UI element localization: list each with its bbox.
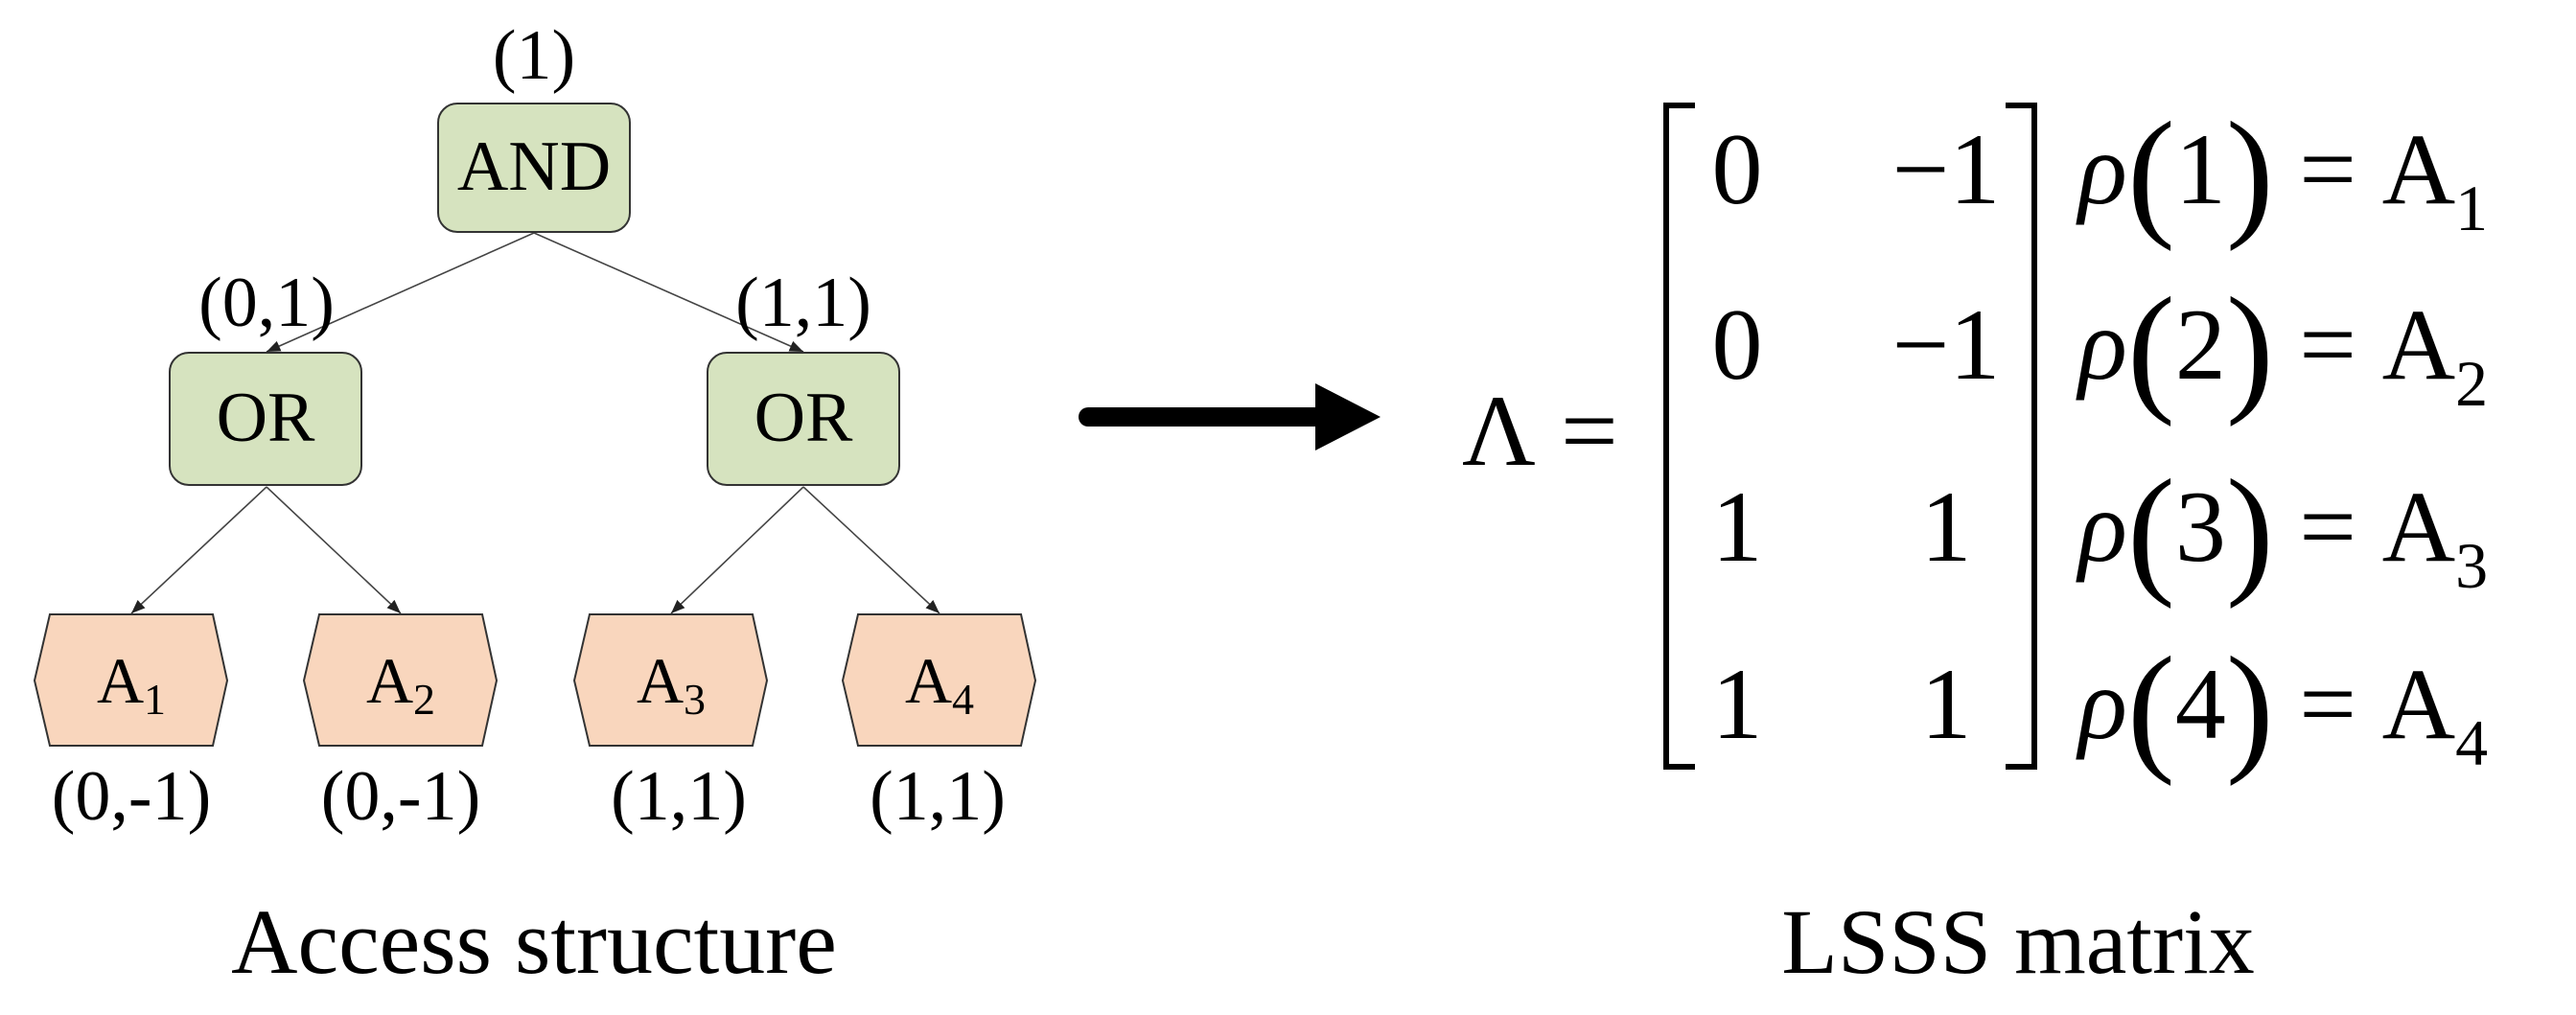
leaf-a1-subscript: 1 — [144, 675, 166, 724]
rho-index: 2 — [2175, 288, 2226, 401]
rho-mapping-1: ρ(1) = A1 — [2076, 93, 2488, 252]
leaf-a4-subscript: 4 — [952, 675, 974, 724]
matrix-row-3: 1 1 ρ(3) = A3 — [1712, 450, 2489, 610]
rho-attribute-subscript: 2 — [2455, 347, 2488, 420]
matrix-equals-sign: = — [1561, 375, 1618, 487]
rho-index: 4 — [2175, 648, 2226, 760]
matrix-cell: 0 — [1712, 288, 1763, 401]
and-gate-node: (1) AND — [437, 16, 631, 233]
rho-symbol: ρ — [2076, 113, 2127, 225]
leaf-a3-label: A3 — [637, 644, 706, 724]
edge-or-left-a2 — [266, 486, 402, 614]
matrix-lambda-symbol: Λ — [1462, 375, 1536, 487]
leaf-a4-letter: A — [905, 644, 952, 717]
matrix-row-4: 1 1 ρ(4) = A4 — [1712, 628, 2489, 787]
rho-symbol: ρ — [2076, 648, 2127, 760]
leaf-attribute-a2: A2 (0,-1) — [302, 613, 499, 836]
leaf-a1-letter: A — [97, 644, 144, 717]
rho-attribute: A — [2382, 471, 2456, 583]
matrix-cell: 1 — [1712, 648, 1763, 760]
leaf-a2-label: A2 — [366, 644, 435, 724]
rho-attribute: A — [2382, 288, 2456, 401]
rho-attribute-subscript: 4 — [2455, 706, 2488, 779]
rho-attribute-subscript: 3 — [2455, 529, 2488, 602]
tree-edges — [130, 232, 940, 614]
rho-index: 1 — [2175, 113, 2226, 225]
edge-or-left-a1 — [130, 486, 267, 614]
leaf-attribute-a4: A4 (1,1) — [841, 613, 1037, 836]
leaf-a4-hexagon — [841, 613, 1037, 747]
rho-index: 3 — [2175, 471, 2226, 583]
matrix-row-1: 0 −1 ρ(1) = A1 — [1712, 93, 2489, 252]
leaf-a1-share-vector: (0,-1) — [52, 757, 211, 836]
or-right-share-vector: (1,1) — [735, 264, 871, 342]
edge-and-or-left — [266, 232, 535, 353]
leaf-a3-hexagon — [572, 613, 769, 747]
rho-mapping-3: ρ(3) = A3 — [2076, 450, 2488, 610]
leaf-a1-hexagon — [33, 613, 229, 747]
rho-attribute-subscript: 1 — [2455, 172, 2488, 244]
matrix-row-2: 0 −1 ρ(2) = A2 — [1712, 268, 2489, 427]
matrix-cell: 0 — [1712, 113, 1763, 225]
right-arrow-icon — [1079, 383, 1381, 450]
rho-attribute: A — [2382, 648, 2456, 760]
matrix-cell: 1 — [1712, 471, 1763, 583]
leaf-attribute-a1: A1 (0,-1) — [33, 613, 229, 836]
leaf-attribute-a3: A3 (1,1) — [572, 613, 769, 836]
edge-or-right-a3 — [670, 486, 804, 614]
rho-symbol: ρ — [2076, 288, 2127, 401]
and-gate-label: AND — [457, 127, 611, 206]
lsss-matrix-caption: LSSS matrix — [1781, 890, 2254, 993]
leaf-a2-subscript: 2 — [413, 675, 435, 724]
or-gate-left-node: (0,1) OR — [169, 264, 362, 486]
leaf-a4-share-vector: (1,1) — [870, 757, 1006, 836]
leaf-a2-hexagon — [302, 613, 499, 747]
leaf-a2-share-vector: (0,-1) — [321, 757, 480, 836]
or-left-share-vector: (0,1) — [198, 264, 335, 342]
matrix-left-bracket — [1663, 103, 1695, 770]
matrix-cell: −1 — [1892, 288, 2001, 401]
matrix-cell: 1 — [1921, 471, 1972, 583]
lsss-matrix: Λ = 0 −1 ρ(1) = A1 0 −1 ρ(2) = A2 1 1 ρ(… — [1462, 93, 2488, 787]
matrix-right-bracket — [2006, 103, 2037, 770]
leaf-a3-letter: A — [637, 644, 684, 717]
rho-mapping-2: ρ(2) = A2 — [2076, 268, 2488, 427]
or-right-label: OR — [754, 379, 853, 457]
leaf-a3-subscript: 3 — [684, 675, 706, 724]
leaf-a4-label: A4 — [905, 644, 974, 724]
matrix-cell: −1 — [1892, 113, 2001, 225]
access-structure-caption: Access structure — [231, 890, 837, 993]
leaf-a3-share-vector: (1,1) — [611, 757, 747, 836]
and-gate-box — [437, 103, 631, 233]
leaf-a1-label: A1 — [97, 644, 166, 724]
leaf-a2-letter: A — [366, 644, 413, 717]
matrix-cell: 1 — [1921, 648, 1972, 760]
edge-or-right-a4 — [802, 486, 940, 614]
or-right-box — [707, 352, 900, 486]
or-left-label: OR — [217, 379, 315, 457]
rho-mapping-4: ρ(4) = A4 — [2076, 628, 2488, 787]
rho-symbol: ρ — [2076, 471, 2127, 583]
or-left-box — [169, 352, 362, 486]
edge-and-or-right — [533, 232, 804, 353]
rho-attribute: A — [2382, 113, 2456, 225]
and-share-vector: (1) — [493, 16, 575, 95]
or-gate-right-node: (1,1) OR — [707, 264, 900, 486]
